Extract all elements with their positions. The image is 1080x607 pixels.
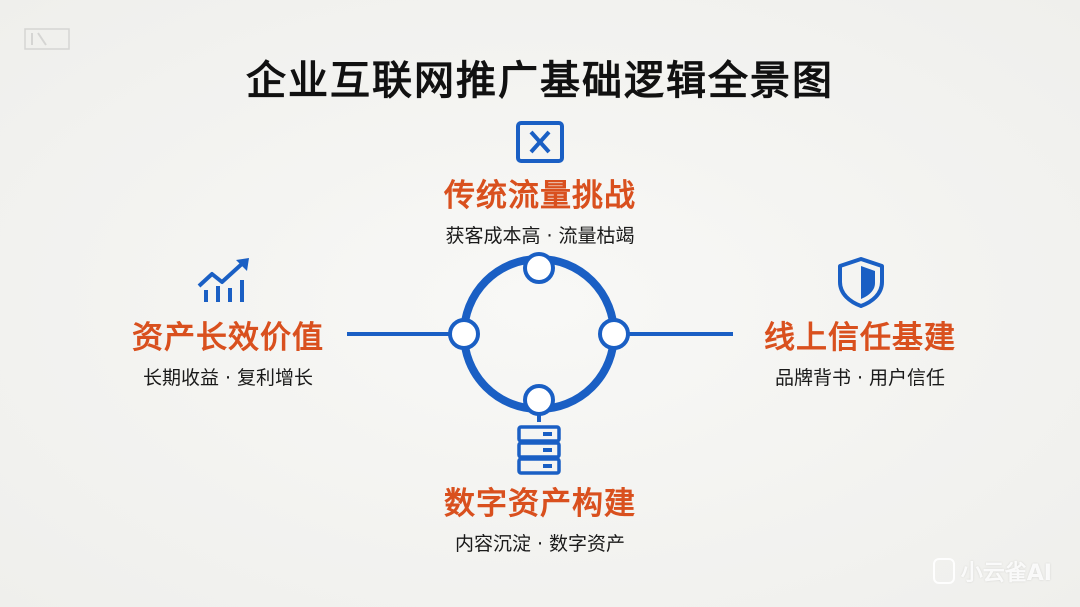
- node-digital-asset: 数字资产构建 内容沉淀 · 数字资产: [340, 478, 740, 556]
- hub-node-left: [448, 318, 480, 350]
- page-title: 企业互联网推广基础逻辑全景图: [246, 58, 834, 104]
- hub-node-top: [523, 252, 555, 284]
- node-subtitle: 品牌背书 · 用户信任: [774, 367, 946, 389]
- hub-node-right: [598, 318, 630, 350]
- node-subtitle: 获客成本高 · 流量枯竭: [445, 225, 635, 247]
- x-box-icon: [516, 121, 564, 163]
- node-title: 传统流量挑战: [444, 178, 636, 214]
- watermark-logo-icon: [932, 558, 955, 584]
- watermark-text: 小云雀AI: [960, 561, 1052, 586]
- node-traditional-traffic: 传统流量挑战 获客成本高 · 流量枯竭: [340, 170, 740, 248]
- node-asset-value: 资产长效价值 长期收益 · 复利增长: [78, 312, 378, 390]
- watermark: 小云雀AI: [932, 555, 1052, 587]
- hub-node-bottom: [523, 384, 555, 416]
- node-subtitle: 长期收益 · 复利增长: [142, 367, 314, 389]
- node-online-trust: 线上信任基建 品牌背书 · 用户信任: [710, 312, 1010, 390]
- shield-icon: [838, 257, 884, 308]
- node-subtitle: 内容沉淀 · 数字资产: [454, 533, 626, 555]
- node-title: 数字资产构建: [444, 486, 636, 522]
- node-title: 资产长效价值: [132, 320, 324, 356]
- node-title: 线上信任基建: [764, 320, 956, 356]
- corner-logo-icon: [24, 28, 70, 50]
- growth-chart-icon: [197, 258, 249, 302]
- server-icon: [517, 425, 561, 475]
